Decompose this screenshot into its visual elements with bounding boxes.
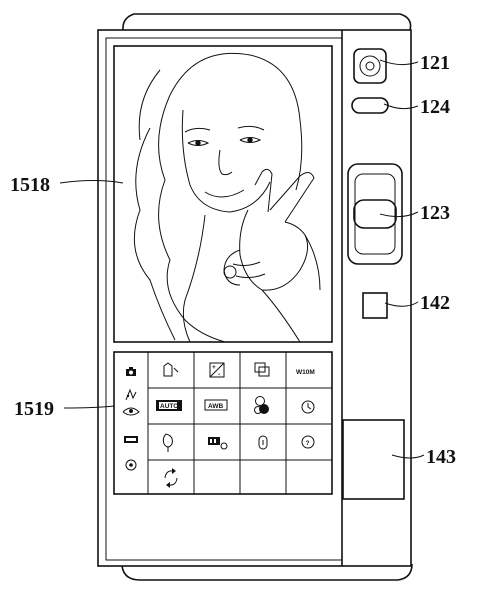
svg-text:-: - [218, 371, 220, 378]
auto-label: AUTO [160, 403, 178, 410]
shirt-icon[interactable] [163, 362, 179, 377]
portrait-sketch [133, 52, 321, 343]
crop-icon[interactable] [254, 362, 270, 377]
slider-control-123[interactable] [347, 163, 403, 265]
resolution-badge[interactable]: W10M [296, 369, 315, 376]
callout-142: 142 [420, 292, 450, 314]
auto-badge[interactable]: AUTO [156, 400, 182, 411]
exposure-icon[interactable]: + - [209, 362, 225, 378]
panel-143[interactable] [342, 419, 405, 500]
callout-labels: 121 124 1518 123 142 1519 143 [10, 52, 456, 468]
sensor-124 [351, 97, 389, 114]
leader-lines [59, 59, 425, 459]
eye-icon[interactable] [122, 407, 140, 416]
effects-icon[interactable] [125, 388, 137, 401]
gear-icon[interactable] [125, 459, 137, 471]
macro-icon[interactable] [162, 433, 173, 452]
camera-menu-grid: + - W10M AUTO AWB [113, 351, 333, 495]
lock-icon[interactable] [258, 435, 268, 450]
callout-1519: 1519 [14, 398, 54, 420]
device-body [97, 13, 413, 581]
callout-123: 123 [420, 202, 450, 224]
timer-icon[interactable] [301, 400, 315, 414]
rotate-icon[interactable] [164, 468, 178, 488]
help-icon[interactable]: ? [301, 435, 315, 449]
preview-display [113, 45, 333, 343]
callout-124: 124 [420, 96, 450, 118]
awb-label: AWB [208, 403, 223, 410]
camera-lens-121[interactable] [353, 48, 387, 84]
callout-1518: 1518 [10, 174, 50, 196]
button-142[interactable] [362, 292, 388, 319]
callout-121: 121 [420, 52, 450, 74]
awb-badge[interactable]: AWB [204, 399, 228, 411]
mode-badge-icon[interactable] [124, 436, 138, 443]
svg-text:?: ? [306, 440, 310, 447]
iso-icon[interactable] [208, 437, 228, 450]
resolution-label: W10M [296, 369, 315, 376]
face-icon[interactable] [254, 396, 270, 415]
svg-text:+: + [212, 364, 216, 371]
right-panel-controls [342, 48, 405, 500]
camera-icon[interactable] [126, 367, 136, 376]
callout-143: 143 [426, 446, 456, 468]
